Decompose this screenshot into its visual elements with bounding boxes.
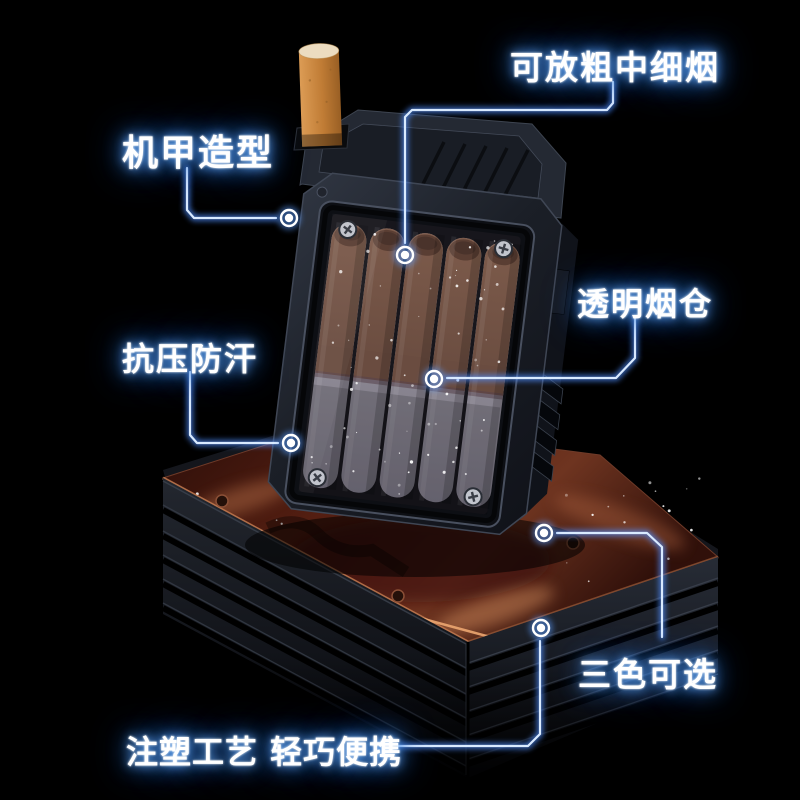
plate-sparkles	[564, 477, 701, 590]
callout-line-molding	[395, 638, 543, 749]
label-mech-design: 机甲造型	[122, 133, 275, 174]
label-three-colors: 三色可选	[578, 655, 718, 694]
label-transparent-chamber: 透明烟仓	[577, 285, 714, 323]
window-sparkles	[310, 233, 513, 498]
callout-dot	[393, 243, 417, 267]
callout-line-window	[444, 314, 638, 381]
callout-lines	[184, 79, 665, 749]
callout-dot	[529, 616, 553, 640]
callout-dot	[422, 367, 446, 391]
callout-line-colors	[554, 530, 665, 640]
window-screws	[307, 220, 514, 507]
label-injection-molding: 注塑工艺 轻巧便携	[126, 733, 403, 771]
callout-dots	[277, 206, 556, 640]
cigarette	[298, 43, 343, 147]
cigarettes-in-window	[303, 222, 522, 509]
callout-line-pressure	[187, 369, 281, 446]
label-pressure-proof: 抗压防汗	[122, 340, 259, 378]
callout-dot	[279, 431, 303, 455]
callout-line-capacity	[402, 79, 616, 246]
callout-line-mech	[184, 165, 279, 221]
callout-dot	[532, 521, 556, 545]
callout-dot	[277, 206, 301, 230]
label-cigarette-sizes: 可放粗中细烟	[510, 48, 720, 87]
cigarette-case	[267, 172, 579, 536]
